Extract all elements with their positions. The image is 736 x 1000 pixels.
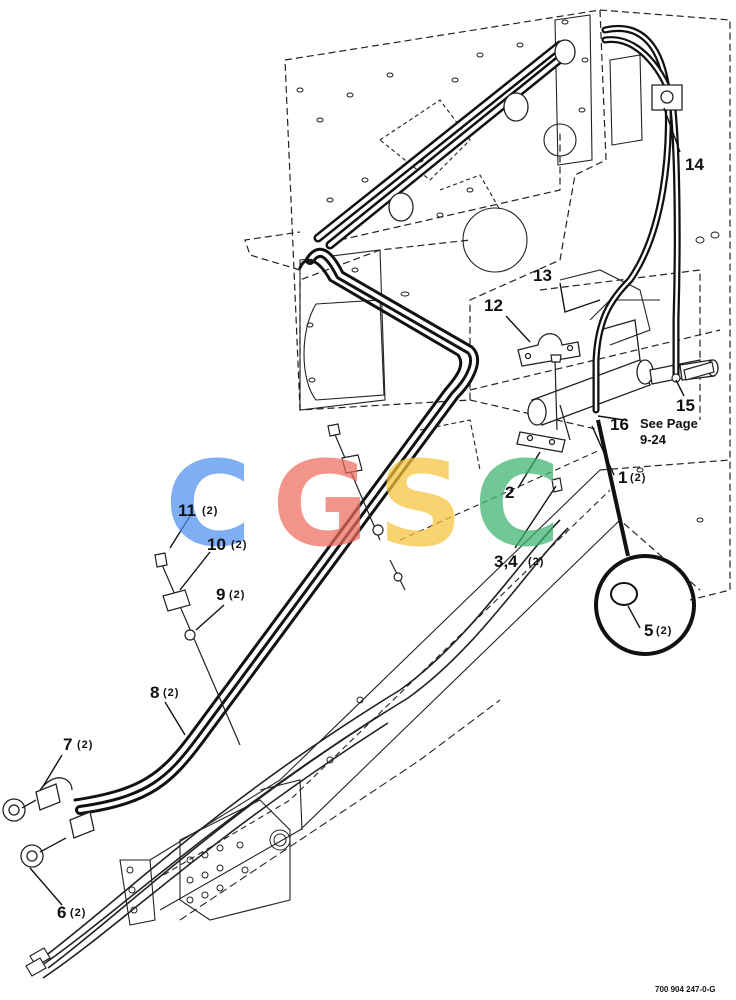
callout-10-qty: (2) (231, 539, 247, 551)
callout-7: 7 (63, 735, 72, 754)
callout-6: 6 (57, 903, 66, 922)
callout-2: 2 (505, 483, 514, 502)
lower-frame-holes (126, 696, 364, 914)
cylinder-hoses (592, 25, 681, 414)
o-ring-detail (594, 419, 696, 656)
watermark: C G S C (165, 435, 561, 573)
callout-12: 12 (484, 296, 503, 315)
quick-couplers (2, 777, 95, 868)
callout-8: 8 (150, 683, 159, 702)
callout-16-note-2: 9-24 (640, 432, 667, 447)
callout-6-qty: (2) (70, 907, 86, 919)
leader-lines (29, 107, 685, 906)
callout-labels: 14 13 12 15 16 See Page 9-24 1 (2) 2 3,4… (57, 155, 716, 994)
callout-16-note-1: See Page (640, 416, 698, 431)
upper-hose (313, 40, 570, 250)
watermark-letter-1: C (165, 435, 252, 573)
bolts (154, 354, 563, 746)
callout-5-qty: (2) (656, 625, 672, 637)
callout-1-qty: (2) (630, 472, 646, 484)
clamp-plate-2 (516, 431, 566, 453)
callout-1: 1 (618, 468, 627, 487)
callout-7-qty: (2) (77, 739, 93, 751)
callout-5: 5 (644, 621, 653, 640)
hose-clamps (388, 39, 576, 222)
drawing-number: 700 904 247-0-G (655, 985, 716, 994)
pin-15 (671, 361, 715, 383)
callout-11: 11 (178, 501, 196, 520)
main-hose (73, 247, 479, 815)
callout-8-qty: (2) (163, 687, 179, 699)
callout-16: 16 (610, 415, 629, 434)
callout-13: 13 (533, 266, 552, 285)
lower-hoses (34, 519, 569, 979)
lower-frame (119, 419, 621, 926)
callout-9-qty: (2) (229, 589, 245, 601)
callout-14: 14 (685, 155, 704, 174)
watermark-letter-4: C (474, 435, 561, 573)
hose-bracket-14 (651, 84, 683, 111)
watermark-letter-3: S (378, 435, 463, 573)
hose-ends (25, 947, 51, 977)
callout-11-qty: (2) (202, 505, 218, 517)
callout-15: 15 (676, 396, 695, 415)
callout-3-4: 3,4 (494, 552, 518, 571)
callout-3-4-qty: (2) (528, 556, 544, 568)
callout-10: 10 (207, 535, 226, 554)
callout-9: 9 (216, 585, 225, 604)
bracket-12 (517, 333, 581, 367)
watermark-letter-2: G (272, 435, 369, 573)
